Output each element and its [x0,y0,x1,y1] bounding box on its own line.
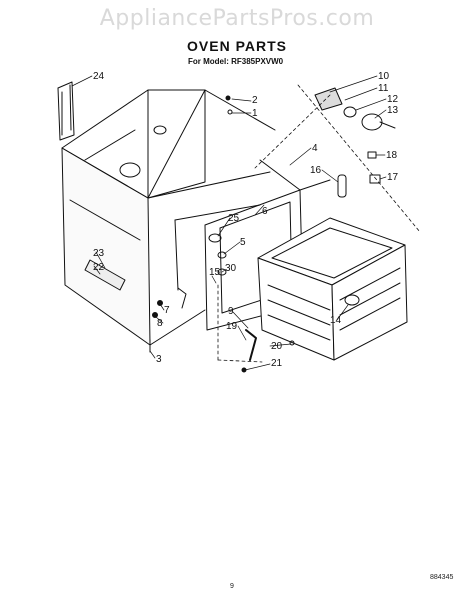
page-number: 9 [230,583,234,590]
watermark: AppliancePartsPros.com [99,6,375,31]
page-title: OVEN PARTS [187,38,287,54]
callout-label: 11 [378,83,389,94]
leader-lines [71,75,387,371]
callout-label: 10 [378,71,390,82]
callout-label: 23 [93,248,105,259]
callout-label: 12 [387,94,399,105]
callout-label: 4 [312,143,318,154]
oven-cabinet [61,89,276,346]
callout-label: 8 [157,318,163,329]
callout-label: 20 [271,341,283,352]
callout-label: 18 [386,150,398,161]
callout-label: 5 [240,237,246,248]
burner-assembly [314,87,396,131]
callout-label: 6 [262,206,268,217]
callout-label: 14 [330,315,342,326]
callout-label: 1 [252,108,258,119]
oven-liner [257,217,408,361]
callout-label: 30 [225,263,237,274]
callout-label: 16 [310,165,322,176]
callout-label: 17 [387,172,399,183]
document-code: 884345 [430,574,454,581]
callout-label: 19 [226,321,238,332]
callout-label: 21 [271,358,283,369]
callout-label: 15 [209,267,221,278]
callout-label: 13 [387,105,399,116]
callout-label: 22 [93,262,105,273]
callout-labels: 24 2 1 10 11 12 13 4 18 16 17 25 6 5 23 … [93,71,399,369]
callout-label: 3 [156,354,162,365]
side-trim-panel [57,81,75,141]
callout-label: 25 [228,213,240,224]
callout-label: 2 [252,95,258,106]
callout-label: 9 [228,306,234,317]
callout-label: 24 [93,71,105,82]
callout-label: 7 [164,305,170,316]
model-line: For Model: RF385PXVW0 [188,57,284,66]
